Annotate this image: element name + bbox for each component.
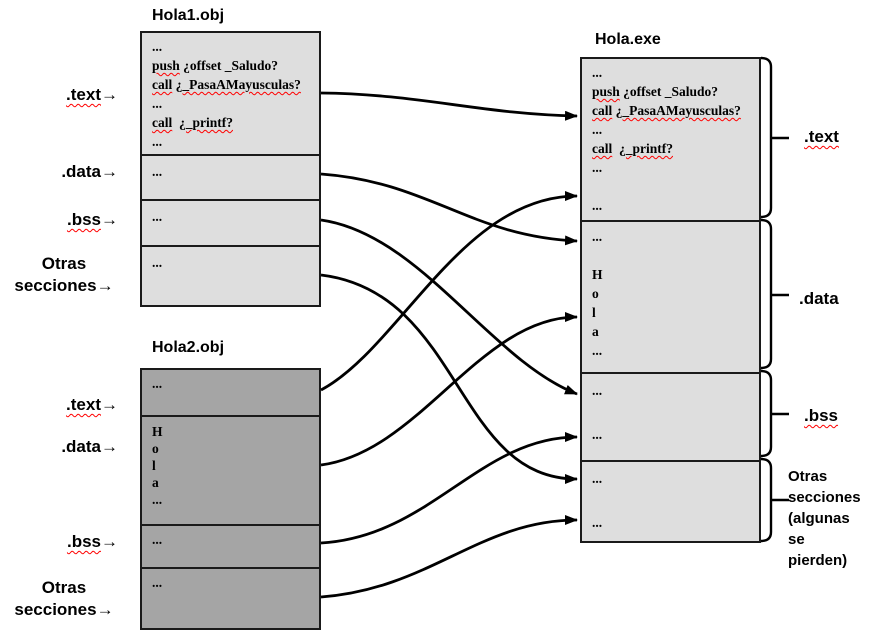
code-line: [582, 402, 759, 424]
hola2-data-label: .data→: [61, 437, 118, 456]
right-arrow-glyph: →: [101, 85, 118, 104]
code-line: ...: [592, 160, 603, 175]
exe-otras-brace: [760, 457, 789, 543]
right-arrow-glyph: →: [101, 162, 118, 181]
code-line: ...: [152, 209, 163, 224]
code-line: ...: [152, 96, 163, 111]
connector-hola2-bss-to-exe-bss-bottom: [320, 432, 578, 545]
hola1-text-section: ... push ¿offset _Saludo?call ¿_PasaAMayu…: [142, 33, 319, 154]
code-line: [582, 177, 759, 196]
code-line: ...: [152, 532, 163, 547]
exe-bss-brace: [760, 369, 789, 458]
right-arrow-glyph: →: [101, 395, 118, 414]
code-line: ...: [152, 134, 163, 149]
right-arrow-glyph: →: [101, 532, 118, 551]
hola-exe-box: ... push ¿offset _Saludo?call ¿_PasaAMayu…: [580, 57, 761, 543]
hola2-bss-label: .bss→: [66, 532, 118, 551]
code-line: ...: [592, 198, 603, 213]
code-line: l: [152, 458, 156, 473]
code-line: ...: [152, 575, 163, 590]
code-line: call ¿_printf?: [592, 141, 673, 156]
code-line: ...: [592, 122, 603, 137]
code-line: ...: [592, 515, 603, 530]
exe-text-brace: [760, 56, 789, 219]
code-line: ...: [152, 492, 163, 507]
code-line: ...: [592, 65, 603, 80]
hola1-data-label: .data→: [61, 162, 118, 181]
hola1-otras-section: ...: [142, 245, 319, 309]
code-line: ...: [152, 255, 163, 270]
code-line: call ¿_PasaAMayusculas?: [152, 77, 301, 92]
connector-hola2-text-to-exe-text-bottom: [320, 191, 578, 392]
hola1-data-section: ...: [142, 154, 319, 199]
code-line: push ¿offset _Saludo?: [592, 84, 719, 99]
hola2-obj-title: Hola2.obj: [152, 339, 225, 356]
exe-text-label: .text: [804, 127, 839, 146]
code-line: o: [152, 441, 159, 456]
hola1-obj-box: ... push ¿offset _Saludo?call ¿_PasaAMayu…: [140, 31, 321, 307]
hola2-text-label: .text→: [66, 395, 118, 414]
hola-exe-title: Hola.exe: [595, 31, 661, 48]
right-arrow-glyph: →: [101, 437, 118, 456]
connector-hola2-data-to-exe-data-hola: [320, 312, 578, 467]
code-line: [582, 490, 759, 512]
hola2-text-section: ...: [142, 370, 319, 415]
exe-bss-label: .bss: [804, 406, 839, 425]
exe-otras-section: ... ...: [582, 460, 759, 545]
hola2-otras-section: ...: [142, 567, 319, 632]
connector-hola1-data-to-exe-data-top: [320, 172, 578, 246]
hola1-obj-title: Hola1.obj: [152, 7, 225, 24]
code-line: ...: [152, 39, 163, 54]
exe-data-label: .data: [799, 289, 839, 308]
exe-otras-label: Otras secciones (algunas se pierden): [788, 468, 861, 569]
code-line: ...: [592, 343, 603, 358]
hola1-bss-label: .bss→: [66, 210, 118, 229]
code-line: ...: [592, 383, 603, 398]
section-connectors: [320, 91, 578, 599]
exe-data-brace: [760, 218, 789, 370]
code-line: ...: [592, 229, 603, 244]
connector-hola1-otras-to-exe-otras-top: [320, 273, 578, 484]
hola1-text-label: .text→: [66, 85, 118, 104]
code-line: ...: [592, 471, 603, 486]
hola1-otras-label: Otras secciones→: [14, 254, 114, 295]
connector-hola1-bss-to-exe-bss-top: [320, 218, 578, 396]
code-line: o: [592, 286, 599, 301]
code-line: a: [152, 475, 159, 490]
code-line: [582, 246, 759, 265]
exe-text-section: ... push ¿offset _Saludo?call ¿_PasaAMayu…: [582, 59, 759, 220]
code-line: ...: [592, 427, 603, 442]
connector-hola1-text-to-exe-text-top: [320, 91, 578, 121]
code-line: ...: [152, 164, 163, 179]
code-line: call ¿_PasaAMayusculas?: [592, 103, 741, 118]
code-line: push ¿offset _Saludo?: [152, 58, 279, 73]
code-line: H: [592, 267, 603, 282]
hola1-bss-section: ...: [142, 199, 319, 245]
hola2-otras-label: Otras secciones→: [14, 578, 114, 619]
code-line: a: [592, 324, 599, 339]
code-line: l: [592, 305, 596, 320]
connector-hola2-otras-to-exe-otras-bottom: [320, 515, 578, 599]
hola2-bss-section: ...: [142, 524, 319, 567]
code-line: call ¿_printf?: [152, 115, 233, 130]
exe-bss-section: ... ...: [582, 372, 759, 460]
code-line: H: [152, 424, 163, 439]
code-line: ...: [152, 376, 163, 391]
right-arrow-glyph: →: [101, 210, 118, 229]
